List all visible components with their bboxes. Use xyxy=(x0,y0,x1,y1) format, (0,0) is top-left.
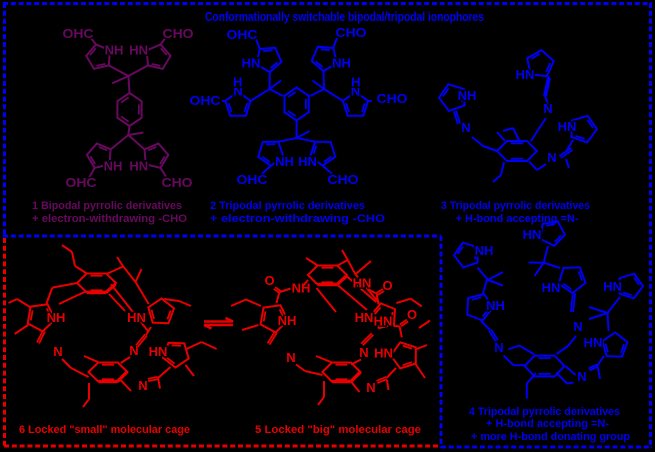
svg-text:N: N xyxy=(138,378,147,393)
svg-text:HN: HN xyxy=(523,227,542,242)
svg-text:HN: HN xyxy=(603,279,622,294)
svg-text:HN: HN xyxy=(355,310,374,325)
svg-text:H: H xyxy=(233,75,242,90)
svg-text:N: N xyxy=(547,150,556,165)
svg-text:HN: HN xyxy=(127,310,146,325)
svg-text:N: N xyxy=(461,120,470,135)
svg-text:+ more H-bond donating group: + more H-bond donating group xyxy=(471,431,630,443)
svg-text:N: N xyxy=(577,369,586,384)
svg-text:NH: NH xyxy=(475,243,494,258)
svg-text:N: N xyxy=(233,84,242,99)
svg-text:CHO: CHO xyxy=(336,25,367,40)
svg-text:CHO: CHO xyxy=(163,26,194,41)
svg-text:N: N xyxy=(53,344,62,359)
svg-text:HN: HN xyxy=(129,43,148,58)
svg-text:4 Tripodal pyrrolic derivative: 4 Tripodal pyrrolic derivatives xyxy=(469,406,620,418)
svg-text:O: O xyxy=(264,273,274,288)
svg-text:NH: NH xyxy=(458,88,477,103)
svg-text:HN: HN xyxy=(374,346,393,361)
svg-text:OHC: OHC xyxy=(227,27,259,42)
svg-text:1 Bipodal pyrrolic derivatives: 1 Bipodal pyrrolic derivatives xyxy=(32,200,182,212)
svg-text:OHC: OHC xyxy=(237,172,269,187)
svg-text:O: O xyxy=(382,278,392,293)
svg-text:HN: HN xyxy=(353,276,372,291)
svg-text:N: N xyxy=(129,343,138,358)
svg-text:OHC: OHC xyxy=(190,93,222,108)
svg-text:HN: HN xyxy=(584,335,603,350)
svg-text:HN: HN xyxy=(149,344,168,359)
svg-text:N: N xyxy=(543,101,552,116)
svg-text:HN: HN xyxy=(542,280,561,295)
svg-text:+ electron-withdrawing -CHO: + electron-withdrawing -CHO xyxy=(32,213,187,225)
svg-text:N: N xyxy=(573,319,582,334)
svg-text:Conformationally switchable bi: Conformationally switchable bipodal/trip… xyxy=(205,10,484,24)
svg-text:HN: HN xyxy=(298,154,317,169)
svg-text:N: N xyxy=(359,345,368,360)
svg-text:2 Tripodal pyrrolic derivative: 2 Tripodal pyrrolic derivatives xyxy=(210,200,365,212)
svg-text:HN: HN xyxy=(129,159,148,174)
svg-text:NH: NH xyxy=(47,310,66,325)
svg-text:HN: HN xyxy=(374,314,393,329)
svg-text:CHO: CHO xyxy=(328,172,359,187)
svg-text:NH: NH xyxy=(105,43,124,58)
svg-text:+ electron-withdrawing -CHO: + electron-withdrawing -CHO xyxy=(210,213,386,225)
svg-text:CHO: CHO xyxy=(162,175,193,190)
svg-text:NH: NH xyxy=(104,159,123,174)
svg-text:CHO: CHO xyxy=(377,91,408,106)
svg-text:+ H-bond accepting =N-: + H-bond accepting =N- xyxy=(486,418,609,430)
svg-text:N: N xyxy=(366,380,375,395)
svg-text:NH: NH xyxy=(486,298,505,313)
svg-text:OHC: OHC xyxy=(66,175,98,190)
svg-text:5 Locked "big" molecular cage: 5 Locked "big" molecular cage xyxy=(255,424,421,436)
svg-text:N: N xyxy=(494,340,503,355)
svg-text:H: H xyxy=(351,75,360,90)
svg-text:+ H-bond accepting =N-: + H-bond accepting =N- xyxy=(456,213,579,225)
svg-text:NH: NH xyxy=(292,281,311,296)
svg-text:HN: HN xyxy=(516,67,535,82)
svg-text:O: O xyxy=(407,307,417,322)
svg-text:OHC: OHC xyxy=(63,26,95,41)
svg-text:NH: NH xyxy=(275,154,294,169)
svg-text:N: N xyxy=(286,350,295,365)
svg-text:NH: NH xyxy=(278,313,297,328)
svg-text:HN: HN xyxy=(558,119,577,134)
svg-text:NH: NH xyxy=(332,56,351,71)
svg-text:6 Locked "small" molecular cag: 6 Locked "small" molecular cage xyxy=(19,424,190,436)
svg-text:3 Tripodal pyrrolic derivative: 3 Tripodal pyrrolic derivatives xyxy=(441,200,590,212)
svg-text:N: N xyxy=(351,84,360,99)
svg-text:HN: HN xyxy=(242,56,261,71)
